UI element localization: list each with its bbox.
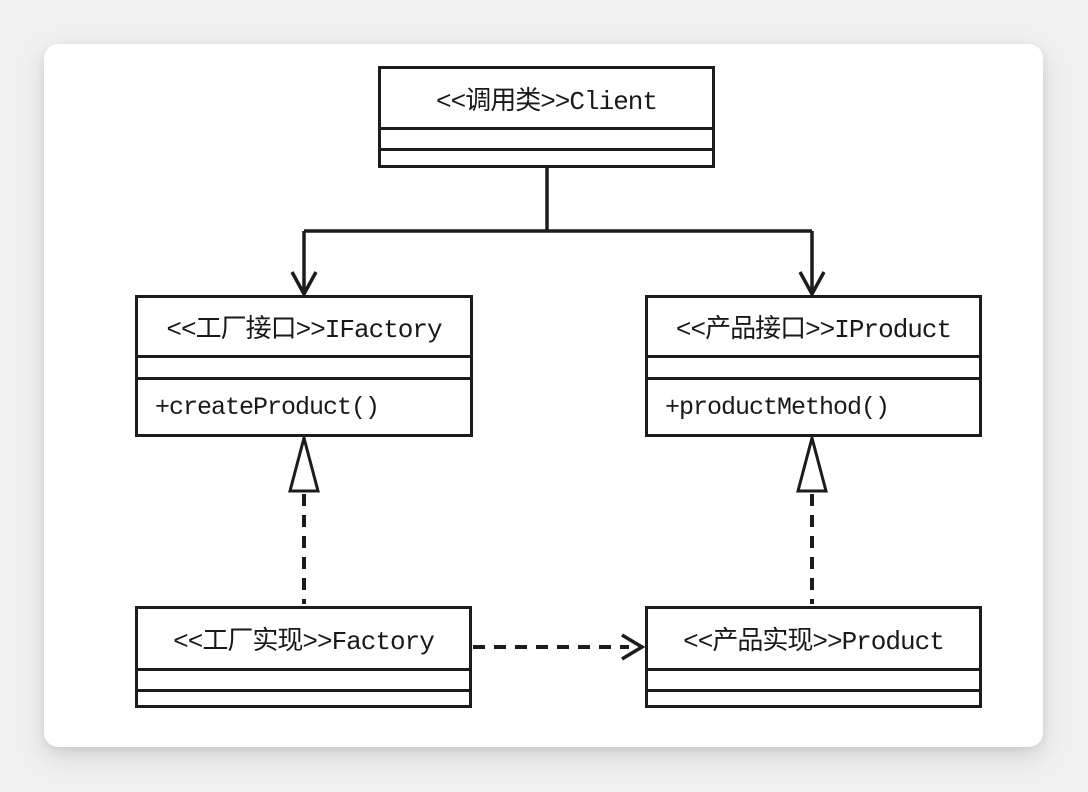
methods-compartment-client xyxy=(381,148,712,165)
class-title-ifactory: <<工厂接口>>IFactory xyxy=(138,298,470,355)
arrowhead-down-ifactory xyxy=(290,271,318,298)
methods-compartment-factory xyxy=(138,689,469,705)
attributes-compartment-factory xyxy=(138,668,469,689)
hollow-triangle-ifactory xyxy=(288,432,320,493)
connector-layer xyxy=(288,168,828,661)
class-label-factory: <<工厂实现>>Factory xyxy=(173,627,435,657)
class-label-product: <<产品实现>>Product xyxy=(683,627,945,657)
arrowhead-right-product xyxy=(621,633,646,661)
class-label-iproduct: <<产品接口>>IProduct xyxy=(675,315,952,345)
class-box-iproduct: <<产品接口>>IProduct +productMethod() xyxy=(645,295,982,437)
dependency-factory-to-product xyxy=(473,633,646,661)
hollow-triangle-iproduct xyxy=(796,432,828,493)
class-box-ifactory: <<工厂接口>>IFactory +createProduct() xyxy=(135,295,473,437)
class-title-factory: <<工厂实现>>Factory xyxy=(138,609,469,668)
method-label-createproduct: +createProduct() xyxy=(155,392,380,422)
class-title-product: <<产品实现>>Product xyxy=(648,609,979,668)
realization-factory-to-ifactory xyxy=(288,432,320,604)
methods-compartment-iproduct: +productMethod() xyxy=(648,377,979,434)
methods-compartment-ifactory: +createProduct() xyxy=(138,377,470,434)
class-box-product: <<产品实现>>Product xyxy=(645,606,982,708)
attributes-compartment-product xyxy=(648,668,979,689)
attributes-compartment-client xyxy=(381,127,712,148)
arrowhead-down-iproduct xyxy=(798,271,826,298)
class-box-client: <<调用类>>Client xyxy=(378,66,715,168)
class-title-iproduct: <<产品接口>>IProduct xyxy=(648,298,979,355)
method-label-productmethod: +productMethod() xyxy=(665,392,890,422)
class-label-client: <<调用类>>Client xyxy=(435,86,658,117)
class-box-factory: <<工厂实现>>Factory xyxy=(135,606,472,708)
methods-compartment-product xyxy=(648,689,979,705)
attributes-compartment-ifactory xyxy=(138,355,470,377)
association-client-to-interfaces xyxy=(290,168,826,298)
class-title-client: <<调用类>>Client xyxy=(381,69,712,127)
attributes-compartment-iproduct xyxy=(648,355,979,377)
realization-product-to-iproduct xyxy=(796,432,828,604)
diagram-card: <<调用类>>Client <<工厂接口>>IFactory +createPr… xyxy=(44,44,1043,747)
class-label-ifactory: <<工厂接口>>IFactory xyxy=(166,315,442,345)
